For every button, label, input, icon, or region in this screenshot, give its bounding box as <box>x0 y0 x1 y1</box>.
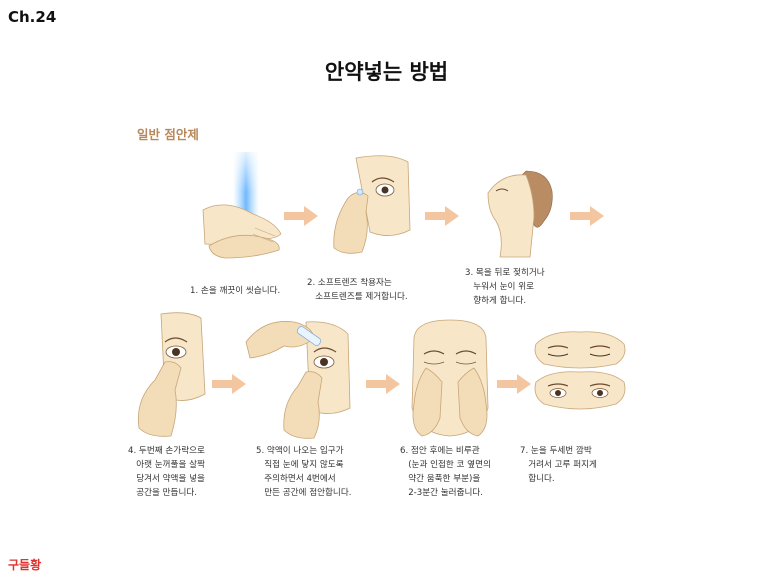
section-heading: 일반 점안제 <box>137 127 199 142</box>
arrow-right-icon <box>366 374 400 394</box>
step-6-text: 6. 점안 후에는 비루관 (눈과 인접한 코 옆면의 약간 움푹한 부분)을 … <box>400 446 491 498</box>
illustration-blink <box>534 331 626 410</box>
footer-label: 구들황 <box>8 558 42 572</box>
step-4-text: 4. 두번째 손가락으로 아랫 눈꺼풀을 살짝 당겨서 약액을 넣을 공간을 만… <box>128 446 205 498</box>
illustration-wash-hands <box>202 152 282 259</box>
step-1-text: 1. 손을 깨끗이 씻습니다. <box>190 286 281 296</box>
arrow-right-icon <box>212 374 246 394</box>
chapter-label: Ch.24 <box>8 8 57 26</box>
illustration-press-duct <box>411 319 489 437</box>
arrow-right-icon <box>570 206 604 226</box>
arrow-right-icon <box>284 206 318 226</box>
illustration-apply-drops <box>245 321 351 439</box>
illustration-tilt-head <box>487 170 553 258</box>
step-5-text: 5. 약액이 나오는 입구가 직접 눈에 닿지 않도록 주의하면서 4번에서 만… <box>256 446 352 498</box>
step-7-text: 7. 눈을 두세번 깜박 거려서 고루 퍼지게 합니다. <box>520 446 597 484</box>
page-title: 안약넣는 방법 <box>324 60 449 84</box>
step-2-text: 2. 소프트렌즈 착용자는 소프트렌즈를 제거합니다. <box>307 278 408 302</box>
illustration-remove-lens <box>333 155 411 254</box>
step-3-text: 3. 목을 뒤로 젖히거나 누워서 눈이 위로 향하게 합니다. <box>465 268 545 306</box>
arrow-right-icon <box>425 206 459 226</box>
illustration-pull-eyelid <box>137 312 206 437</box>
arrow-right-icon <box>497 374 531 394</box>
